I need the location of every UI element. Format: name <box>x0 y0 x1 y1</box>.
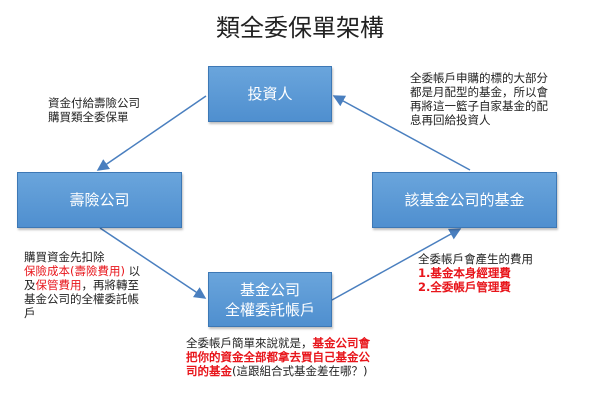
note-top-left: 資金付給壽險公司 購買類全委保單 <box>48 96 140 124</box>
note-line: 戶 <box>24 306 36 320</box>
note-bottom-left: 購買資金先扣除 保險成本(壽險費用) 以 及保管費用，再將轉至 基金公司的全權委… <box>24 250 164 320</box>
note-text: 全委帳戶簡單來說就是， <box>186 336 313 350</box>
node-insurer: 壽險公司 <box>17 172 182 228</box>
arrow-investor-to-insurer <box>96 95 207 171</box>
note-line: 再將這一籃子自家基金的配 <box>410 99 548 113</box>
note-line: 購買資金先扣除 <box>24 250 105 264</box>
note-line: 息再回給投資人 <box>410 113 491 127</box>
highlight-text: 保險成本(壽險費用) <box>24 264 125 278</box>
highlight-text: 基金公司會把你的資金全部都拿去買自己基金公司的基金 <box>186 336 370 378</box>
note-top-right: 全委帳戶申購的標的大部分 都是月配型的基金，所以會 再將這一籃子自家基金的配 息… <box>410 71 548 127</box>
note-heading: 全委帳戶會產生的費用 <box>418 252 533 266</box>
node-label: 投資人 <box>247 85 293 103</box>
node-label: 全權委託帳戶 <box>224 300 315 319</box>
note-line: 基金公司的全權委託帳 <box>24 292 139 306</box>
node-label: 壽險公司 <box>69 191 130 209</box>
node-investor: 投資人 <box>208 66 332 122</box>
note-text: 及 <box>24 278 36 292</box>
note-bottom-center: 全委帳戶簡單來說就是，基金公司會把你的資金全部都拿去買自己基金公司的基金(這跟組… <box>186 336 374 378</box>
page-title: 類全委保單架構 <box>216 14 384 42</box>
node-label: 該基金公司的基金 <box>404 191 525 209</box>
arrow-fund-to-investor <box>332 95 471 171</box>
note-line: 全委帳戶申購的標的大部分 <box>410 71 548 85</box>
node-label: 基金公司 <box>239 280 300 299</box>
node-fund: 該基金公司的基金 <box>372 172 557 228</box>
arrow-insurer-to-account <box>99 227 207 299</box>
note-text: ，再將轉至 <box>81 278 140 292</box>
note-text: 以 <box>124 264 141 278</box>
note-line: 購買類全委保單 <box>48 110 129 124</box>
arrow-account-to-fund <box>331 228 462 301</box>
fee-item: 2.全委帳戶管理費 <box>418 280 511 294</box>
note-text: (這跟組合式基金差在哪？) <box>232 364 368 378</box>
note-line: 資金付給壽險公司 <box>48 96 140 110</box>
fee-item: 1.基金本身經理費 <box>418 266 511 280</box>
highlight-text: 保管費用 <box>35 278 82 292</box>
note-bottom-right: 全委帳戶會產生的費用 1.基金本身經理費 2.全委帳戶管理費 <box>418 252 533 294</box>
node-discretionary-account: 基金公司全權委託帳戶 <box>208 272 332 327</box>
note-line: 都是月配型的基金，所以會 <box>410 85 548 99</box>
